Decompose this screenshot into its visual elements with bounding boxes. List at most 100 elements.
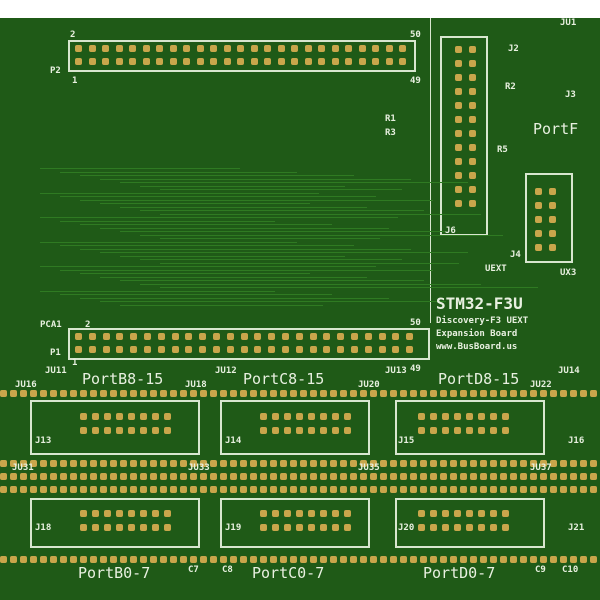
pad (100, 460, 107, 467)
pad (310, 556, 317, 563)
pad (140, 413, 147, 420)
pad (10, 473, 17, 480)
pad (30, 460, 37, 467)
pad (50, 473, 57, 480)
pad (469, 172, 476, 179)
pad (332, 427, 339, 434)
trace (40, 217, 398, 218)
pad (282, 333, 289, 340)
pad (345, 45, 352, 52)
pad (454, 413, 461, 420)
p2-label: P2 (50, 66, 61, 76)
pad (128, 413, 135, 420)
pad (92, 413, 99, 420)
pad (226, 333, 234, 340)
pad (10, 556, 17, 563)
pad (70, 460, 77, 467)
pad (378, 333, 386, 340)
pad (237, 45, 244, 52)
pad (392, 333, 400, 340)
pad (170, 390, 177, 397)
c10-label: C10 (562, 565, 579, 575)
pad (171, 333, 179, 340)
pad (157, 333, 165, 340)
connector-j20-outline (395, 498, 545, 548)
pad (478, 524, 485, 531)
ju1-label: JU1 (560, 18, 577, 28)
pad (502, 413, 509, 420)
pad (264, 58, 271, 65)
pad (170, 486, 177, 493)
pad (210, 45, 217, 52)
pad (88, 346, 96, 353)
pad (130, 390, 137, 397)
pad (250, 460, 257, 467)
pad (190, 556, 197, 563)
pad (115, 58, 123, 65)
pad (380, 390, 387, 397)
pad (80, 390, 87, 397)
pad (180, 460, 187, 467)
pad (570, 486, 577, 493)
pad (272, 413, 279, 420)
pad (220, 486, 227, 493)
pad (540, 473, 547, 480)
pad (460, 460, 467, 467)
trace (100, 301, 446, 302)
trace (40, 266, 376, 267)
pad (100, 556, 107, 563)
pad (350, 473, 357, 480)
pad (450, 556, 457, 563)
pad (140, 390, 147, 397)
pad (372, 45, 379, 52)
pad (406, 333, 414, 340)
pad (284, 510, 291, 517)
pad (400, 473, 407, 480)
pad (309, 333, 317, 340)
pad (455, 88, 462, 95)
pad (535, 230, 542, 237)
pad (318, 45, 325, 52)
ju18-label: JU18 (185, 380, 207, 390)
pad (380, 460, 387, 467)
pad (454, 524, 461, 531)
pad (455, 74, 462, 81)
ju22-label: JU22 (530, 380, 552, 390)
pad (213, 333, 220, 340)
pad (304, 45, 312, 52)
pad (110, 473, 117, 480)
pad (469, 88, 476, 95)
pad (223, 58, 231, 65)
ju13-label: JU13 (385, 366, 407, 376)
r2-label: R2 (505, 82, 516, 92)
pad (200, 473, 207, 480)
pad (410, 486, 417, 493)
p1-label: P1 (50, 348, 61, 358)
pad (213, 346, 220, 353)
pad (469, 102, 476, 109)
pad (580, 556, 587, 563)
pad (170, 460, 177, 467)
pad (500, 473, 507, 480)
pad (92, 524, 99, 531)
pcb-board: 2 50 P2 1 49 PCA1 2 50 P1 1 49 STM32-F3U… (0, 18, 600, 600)
pad (344, 524, 351, 531)
pad (80, 460, 87, 467)
pad (150, 390, 157, 397)
pad (500, 460, 507, 467)
pad (440, 486, 447, 493)
trace (160, 238, 380, 239)
pad (469, 200, 476, 207)
c7-label: C7 (188, 565, 199, 575)
pad (540, 486, 547, 493)
pad (170, 556, 177, 563)
pad (500, 486, 507, 493)
pad (399, 58, 406, 65)
connector-j18-outline (30, 498, 200, 548)
pad (540, 460, 547, 467)
pad (88, 45, 96, 52)
pad (40, 390, 47, 397)
pad (549, 202, 556, 209)
pad (92, 427, 99, 434)
port-d0-7-label: PortD0-7 (423, 564, 496, 582)
